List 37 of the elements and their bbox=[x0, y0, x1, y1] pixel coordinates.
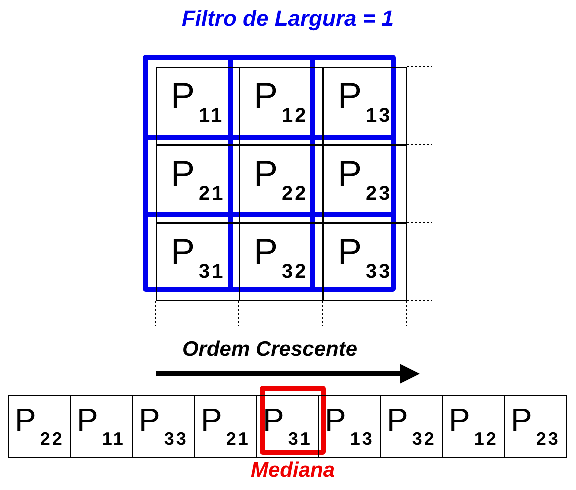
sorted-cell bbox=[256, 395, 319, 458]
matrix-cell bbox=[239, 223, 323, 301]
element-label: P$_{22}$ bbox=[15, 404, 64, 448]
element-label: P$_{11}$ bbox=[171, 78, 224, 126]
element-label: P$_{23}$ bbox=[338, 156, 392, 204]
element-label: P$_{31}$ bbox=[263, 404, 312, 448]
element-label: P$_{12}$ bbox=[254, 78, 308, 126]
element-label: P$_{13}$ bbox=[338, 78, 392, 126]
matrix-cell bbox=[323, 145, 407, 223]
element-label: P$_{23}$ bbox=[511, 404, 560, 448]
element-label: P$_{32}$ bbox=[387, 404, 436, 448]
element-label: P$_{31}$ bbox=[171, 234, 226, 282]
element-label: P$_{33}$ bbox=[139, 404, 188, 448]
sorted-cell bbox=[194, 395, 257, 458]
sorted-cell bbox=[318, 395, 381, 458]
element-label: P$_{32}$ bbox=[254, 234, 308, 282]
median-label: Mediana bbox=[250, 459, 336, 483]
element-label: P$_{22}$ bbox=[254, 156, 308, 204]
sorted-cell bbox=[442, 395, 505, 458]
element-label: P$_{21}$ bbox=[171, 156, 226, 204]
element-label: P$_{33}$ bbox=[338, 234, 392, 282]
median-highlight bbox=[260, 386, 326, 455]
sorted-cell bbox=[504, 395, 567, 458]
sorted-cell bbox=[380, 395, 443, 458]
sort-order-label: Ordem Crescente bbox=[181, 338, 359, 362]
matrix-cell bbox=[323, 67, 407, 145]
element-label: P$_{12}$ bbox=[449, 404, 498, 448]
matrix-cell bbox=[156, 223, 240, 301]
sorted-cell bbox=[70, 395, 133, 458]
filter-window bbox=[143, 55, 396, 292]
sorted-cell bbox=[8, 395, 71, 458]
matrix-cell bbox=[323, 223, 407, 301]
diagram-title: Filtro de Largura = 1 bbox=[180, 6, 396, 32]
element-label: P$_{11}$ bbox=[77, 404, 126, 448]
element-label: P$_{13}$ bbox=[325, 404, 374, 448]
sorted-cell bbox=[132, 395, 195, 458]
element-label: P$_{21}$ bbox=[201, 404, 250, 448]
